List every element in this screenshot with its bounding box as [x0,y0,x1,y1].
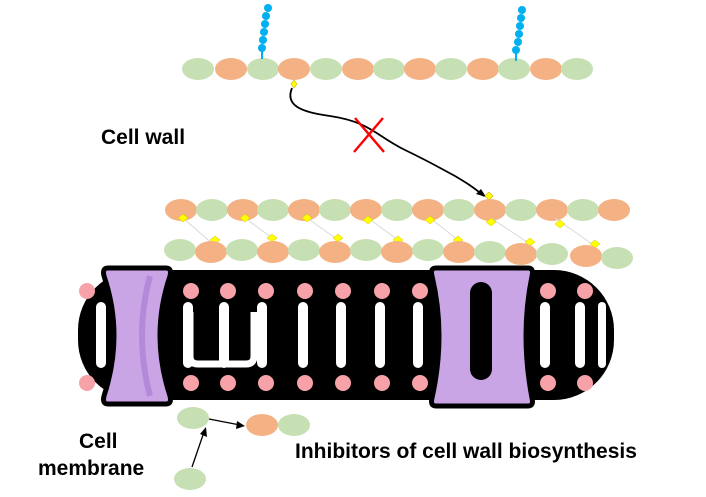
red-cross-icon [353,117,385,153]
crosslink-arrow-blocked [289,79,494,201]
membrane-protein-right [429,265,535,409]
pentaglycine-chain-right [512,6,526,61]
cell-wall-label: Cell wall [101,126,186,149]
cell-membrane-label-line2: membrane [38,457,145,480]
lipid-tail-gaps [96,302,606,368]
peptidoglycan-strand-1 [165,199,630,221]
caption: Inhibitors of cell wall biosynthesis [295,440,637,463]
lipid-u-shape [186,312,258,368]
lipid-heads-top [79,283,593,299]
membrane-protein-left [101,265,173,407]
pentaglycine-chain-left [258,4,272,59]
precursor-sugars [174,407,310,490]
lipid-heads-bottom [79,375,593,391]
protein-channel [470,282,492,380]
cell-membrane-label-line1: Cell [79,430,118,453]
glycan-strand-top [182,58,593,80]
peptidoglycan-strand-2 [164,239,633,269]
precursor-arrows [191,418,245,468]
